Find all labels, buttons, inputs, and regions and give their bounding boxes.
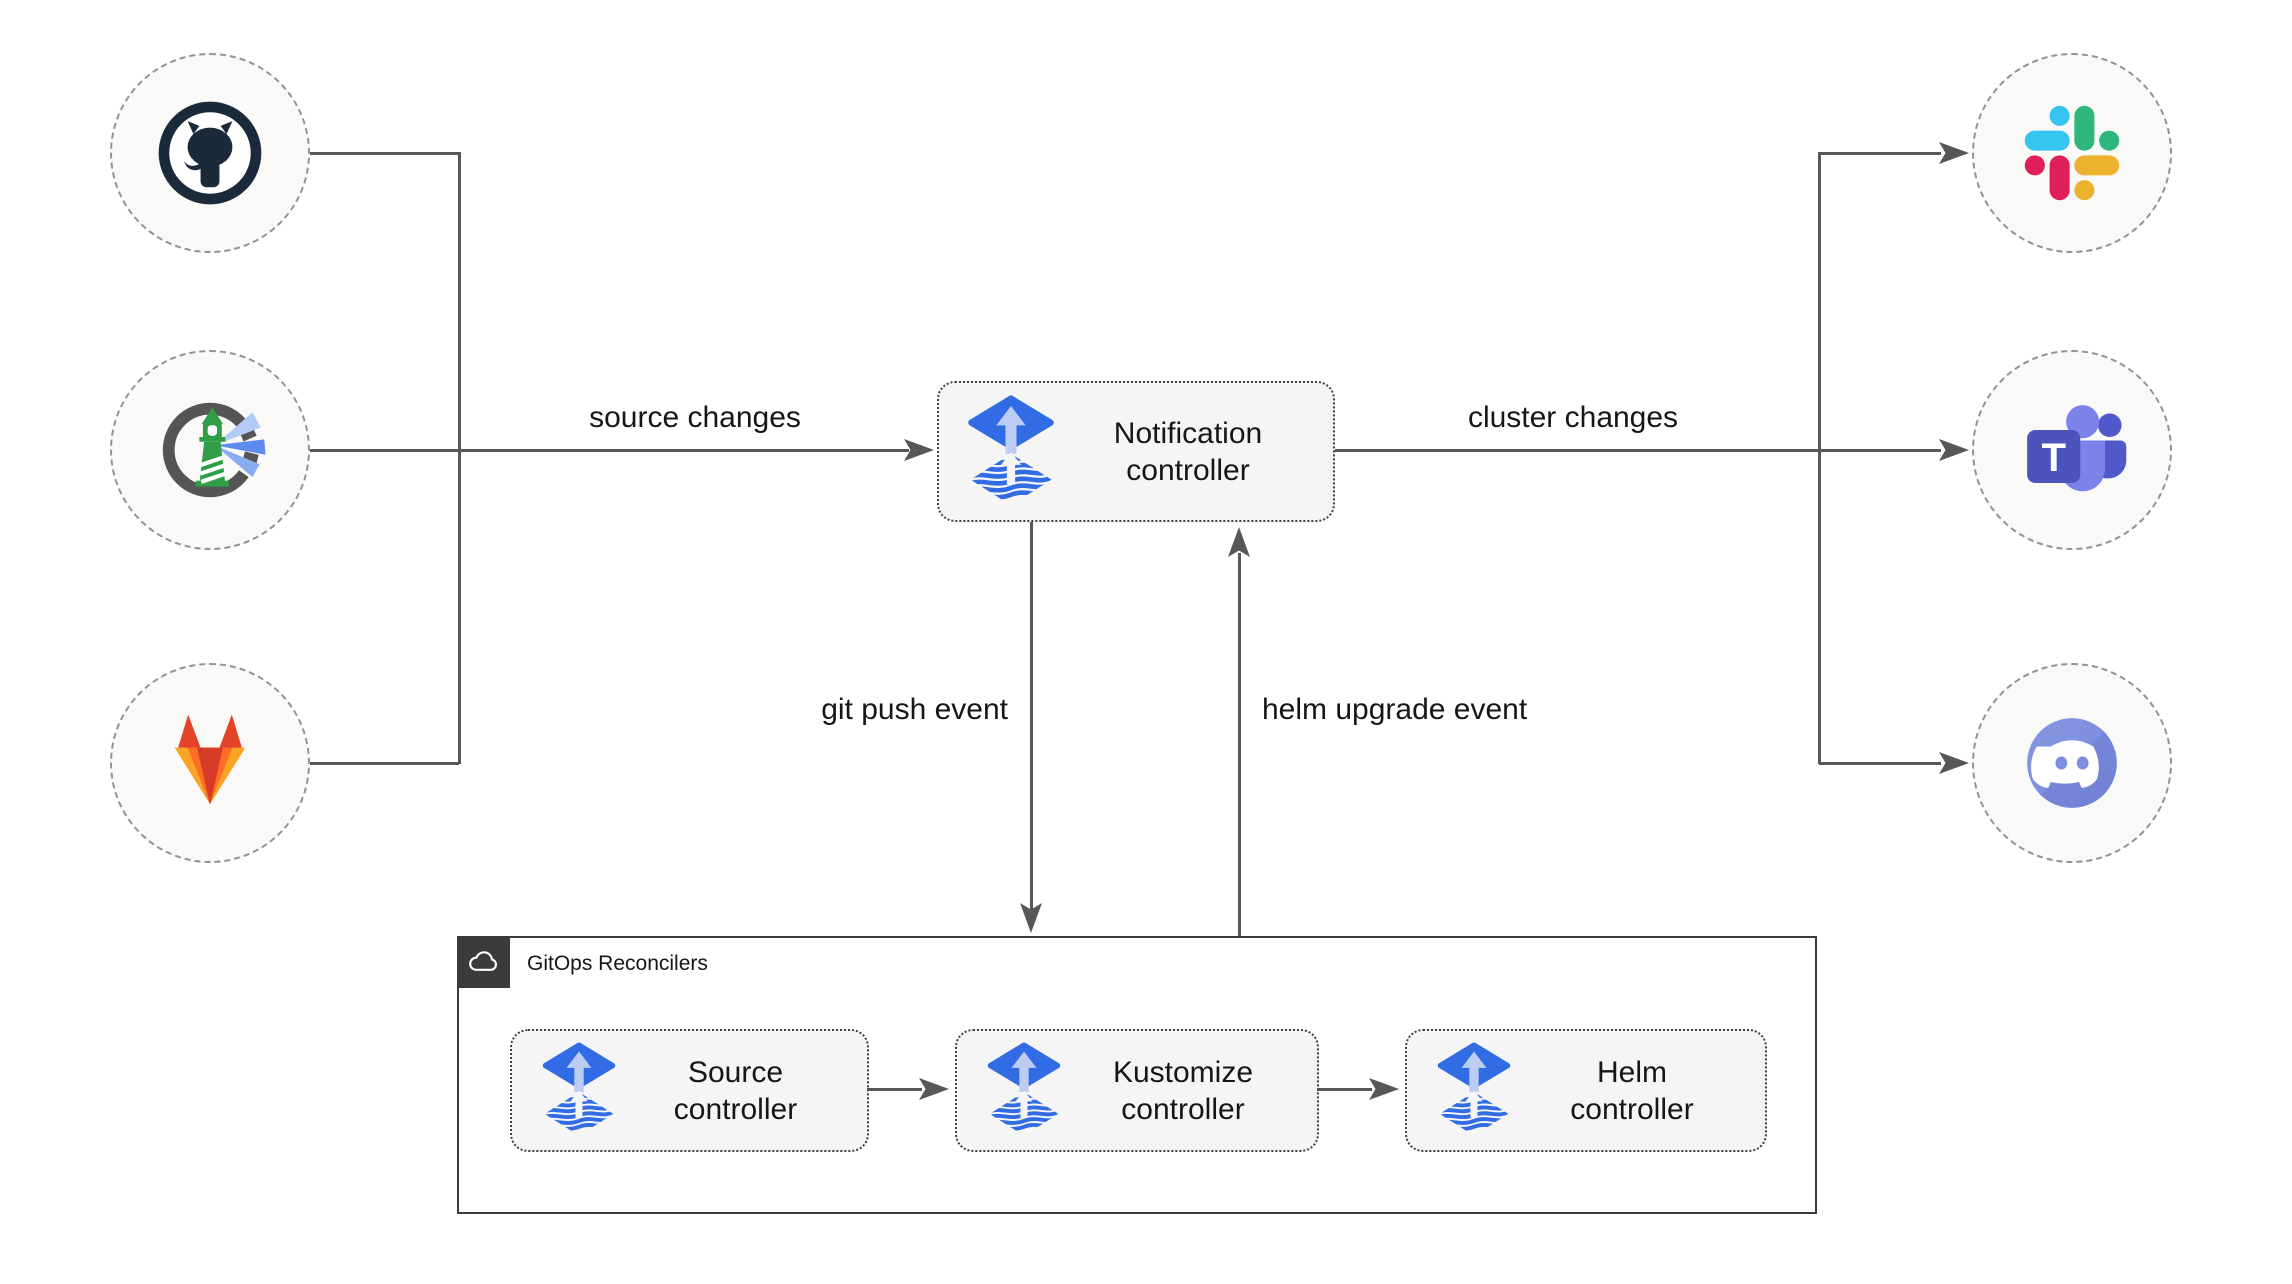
cloud-icon [466,945,500,979]
edge-trunk-to-slack [1819,152,1941,155]
node-helm-controller[interactable]: Helm controller [1405,1029,1767,1152]
arrowhead-into-teams [1939,439,1969,461]
edge-git-push-event [1030,522,1033,910]
arrowhead-into-helm [1369,1078,1399,1100]
arrowhead-into-reconcilers [1016,907,1046,929]
target-node-teams[interactable] [1972,350,2172,550]
edge-helm-upgrade-event [1238,553,1241,936]
github-icon [151,94,269,212]
node-label: Helm controller [1570,1055,1694,1126]
node-notification-controller[interactable]: Notification controller [937,381,1335,522]
node-label: Source controller [673,1055,798,1126]
container-badge [456,935,510,988]
arrowhead-into-discord [1939,752,1969,774]
flux-icon [965,395,1057,509]
edge-source-to-kustomize [867,1088,922,1091]
source-node-gitlab[interactable] [110,663,310,863]
target-node-slack[interactable] [1972,53,2172,253]
gitlab-icon [151,704,269,822]
teams-icon [2013,391,2131,509]
edge-trunk-to-teams [1819,449,1941,452]
edge-right-trunk [1818,152,1821,764]
edge-cluster-changes [1335,449,1819,452]
edge-gitlab-to-trunk [310,762,459,765]
flux-icon [540,1042,618,1139]
edge-label-cluster-changes: cluster changes [1467,401,1679,434]
gitops-reconcilers-container[interactable]: GitOps Reconcilers Source controller Kus… [456,935,1817,1214]
node-label: Kustomize controller [1112,1055,1254,1126]
arrowhead-into-notification-bottom [1224,531,1254,553]
edge-kustomize-to-helm [1317,1088,1372,1091]
source-node-github[interactable] [110,53,310,253]
node-kustomize-controller[interactable]: Kustomize controller [955,1029,1319,1152]
arrowhead-into-notification [904,439,934,461]
edge-source-changes [459,449,909,452]
slack-icon [2013,94,2131,212]
flux-icon [985,1042,1063,1139]
flux-icon [1435,1042,1513,1139]
target-node-discord[interactable] [1972,663,2172,863]
discord-icon [2013,704,2131,822]
edge-github-to-trunk [310,152,459,155]
edge-harbor-to-trunk [310,449,459,452]
arrowhead-into-kustomize [919,1078,949,1100]
harbor-icon [151,391,269,509]
edge-label-source-changes: source changes [589,401,801,434]
node-label: Notification controller [1113,416,1263,487]
edge-left-trunk [458,152,461,764]
edge-label-helm-upgrade-event: helm upgrade event [1262,693,1528,726]
arrowhead-into-slack [1939,142,1969,164]
edge-trunk-to-discord [1819,762,1941,765]
node-source-controller[interactable]: Source controller [510,1029,869,1152]
edge-label-git-push-event: git push event [821,693,1008,726]
container-title: GitOps Reconcilers [527,952,708,975]
source-node-harbor[interactable] [110,350,310,550]
